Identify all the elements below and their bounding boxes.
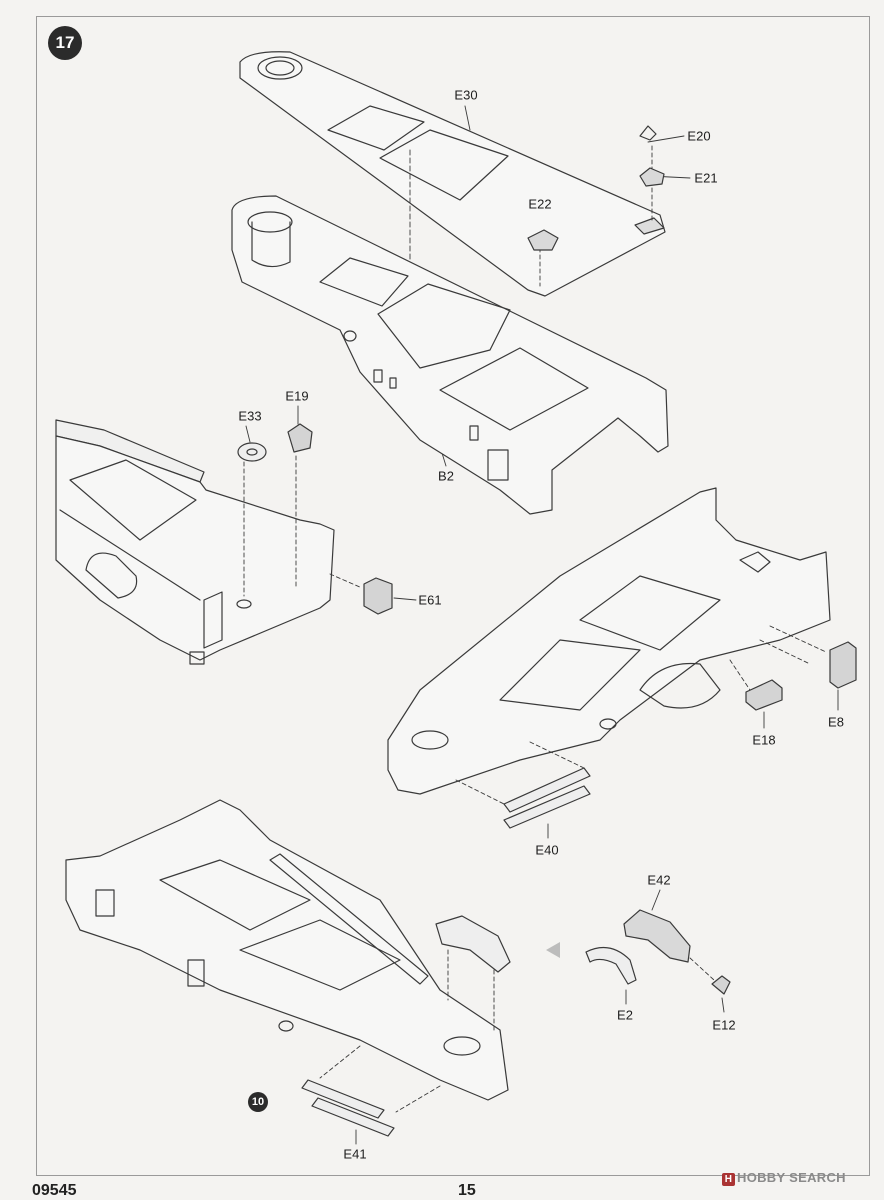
part-e18 bbox=[745, 679, 783, 729]
part-e61 bbox=[329, 573, 417, 615]
part-label-e2: E2 bbox=[617, 1007, 633, 1023]
part-e20 bbox=[639, 125, 657, 141]
part-e19 bbox=[287, 405, 313, 587]
leader-lines-right bbox=[729, 625, 827, 691]
part-bottom-trail bbox=[65, 799, 509, 1101]
reference-step-badge: 10 bbox=[248, 1092, 268, 1112]
part-label-e12: E12 bbox=[712, 1017, 736, 1033]
part-label-e30: E30 bbox=[454, 87, 478, 103]
part-e22 bbox=[527, 229, 559, 251]
part-label-b2: B2 bbox=[438, 468, 454, 484]
part-label-e8: E8 bbox=[828, 714, 844, 730]
step-frame bbox=[36, 16, 870, 1176]
part-bracket bbox=[435, 915, 511, 1031]
part-label-e42: E42 bbox=[647, 872, 671, 888]
part-label-e22: E22 bbox=[528, 196, 552, 212]
part-e41 bbox=[301, 1045, 441, 1145]
page-number: 15 bbox=[458, 1182, 476, 1199]
part-label-e41: E41 bbox=[343, 1146, 367, 1162]
step-number-badge: 17 bbox=[48, 26, 82, 60]
part-label-e40: E40 bbox=[535, 842, 559, 858]
part-e40 bbox=[455, 741, 591, 839]
part-label-e18: E18 bbox=[752, 732, 776, 748]
hobby-search-logo-icon: H bbox=[722, 1173, 735, 1186]
part-label-e61: E61 bbox=[418, 592, 442, 608]
part-e30-cover-plate bbox=[239, 51, 666, 297]
part-label-e19: E19 bbox=[285, 388, 309, 404]
watermark-text: HOBBY SEARCH bbox=[737, 1170, 846, 1185]
product-code: 09545 bbox=[32, 1182, 77, 1199]
part-label-e21: E21 bbox=[694, 170, 718, 186]
part-b2-trail-body bbox=[231, 195, 669, 515]
part-label-e33: E33 bbox=[238, 408, 262, 424]
part-e2 bbox=[585, 946, 637, 1005]
part-label-e20: E20 bbox=[687, 128, 711, 144]
part-e33 bbox=[236, 425, 267, 609]
part-e21 bbox=[639, 167, 665, 187]
part-right-trail bbox=[387, 487, 831, 795]
part-e42 bbox=[623, 889, 691, 963]
part-e8 bbox=[829, 641, 857, 711]
part-e12 bbox=[689, 957, 731, 1013]
direction-arrow-icon bbox=[546, 942, 560, 958]
part-left-trail bbox=[55, 419, 335, 665]
